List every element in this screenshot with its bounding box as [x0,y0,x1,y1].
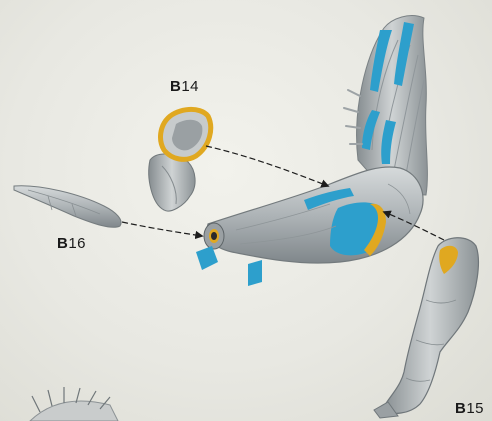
torso-part [196,167,423,286]
part-b16 [14,186,121,228]
part-b14 [149,109,211,211]
label-b14-prefix: B [170,78,181,95]
part-b15 [374,238,478,418]
label-b16-prefix: B [57,235,68,252]
spiky-fragment [30,387,118,421]
label-b15: B15 [455,400,484,417]
label-b14-number: 14 [181,78,199,95]
label-b16-number: 16 [68,235,86,252]
label-b16: B16 [57,235,86,252]
label-b15-prefix: B [455,400,466,417]
label-b14: B14 [170,78,199,95]
label-b15-number: 15 [466,400,484,417]
